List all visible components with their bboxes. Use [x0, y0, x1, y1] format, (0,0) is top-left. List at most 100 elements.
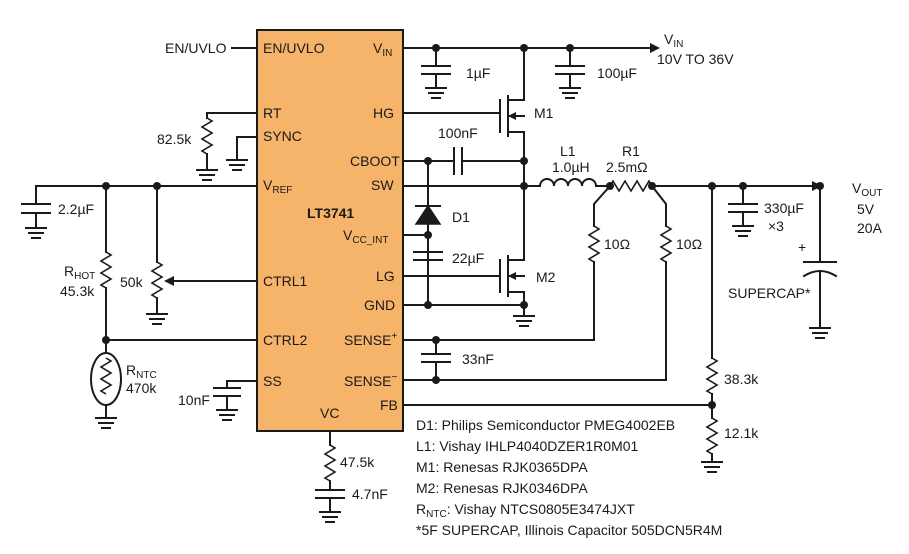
- vout-title-sub: OUT: [861, 188, 882, 199]
- diode-d1: [414, 204, 442, 225]
- diode-d1-label: D1: [452, 209, 470, 225]
- vin-title-main: V: [664, 31, 674, 47]
- ground-symbol: [425, 87, 447, 99]
- vout-voltage: 5V: [857, 201, 875, 217]
- potentiometer-50k: [150, 261, 164, 299]
- pin-ctrl2: CTRL2: [263, 332, 308, 348]
- pin-sense-minus: SENSE−: [344, 372, 397, 389]
- junction-dot: [424, 231, 432, 239]
- pin-vin-main: V: [373, 40, 383, 56]
- junction-dot: [520, 301, 528, 309]
- resistor-rsense2: [659, 225, 673, 263]
- vout-current: 20A: [857, 220, 883, 236]
- mosfet-m1-source: [507, 131, 525, 187]
- ground-symbol: [513, 315, 535, 327]
- bom-m1: M1: Renesas RJK0365DPA: [416, 459, 588, 475]
- bom-l1: L1: Vishay IHLP4040DZER1R0M01: [416, 438, 639, 454]
- pin-senseminus-main: SENSE: [344, 373, 391, 389]
- mosfet-m2-drain: [507, 185, 525, 261]
- junction-dot: [424, 301, 432, 309]
- capacitor-c-vin1: [421, 65, 451, 75]
- pin-lg: LG: [376, 268, 395, 284]
- pin-vc: VC: [320, 405, 339, 421]
- pin-vcc-int: VCC_INT: [343, 227, 388, 246]
- capacitor-c-vref: [21, 203, 51, 214]
- ground-symbol: [216, 409, 238, 421]
- pot-wiper-arrow: [164, 276, 174, 286]
- resistor-r1-name: R1: [622, 143, 640, 159]
- pin-ctrl1: CTRL1: [263, 273, 308, 289]
- vin-range: 10V TO 36V: [657, 51, 734, 67]
- capacitor-c-boot-label: 100nF: [438, 125, 478, 141]
- pin-cboot: CBOOT: [350, 153, 400, 169]
- supercap-plus: +: [798, 239, 806, 255]
- capacitor-c-out-count: ×3: [768, 218, 784, 234]
- ground-symbol: [319, 511, 341, 523]
- vin-title-sub: IN: [673, 39, 683, 50]
- pin-vref: VREF: [263, 177, 292, 196]
- bom-m2: M2: Renesas RJK0346DPA: [416, 480, 588, 496]
- resistor-rsense2-label: 10Ω: [676, 236, 702, 252]
- vin-arrow: [650, 43, 660, 53]
- rhot-sub: HOT: [74, 271, 95, 282]
- vout-title: VOUT: [852, 180, 882, 199]
- ground-symbol: [559, 87, 581, 99]
- vin-title: VIN: [664, 31, 683, 50]
- resistor-rhot-value: 45.3k: [60, 283, 95, 299]
- ground-symbol: [196, 169, 218, 181]
- capacitor-c-ss-label: 10nF: [178, 392, 210, 408]
- potentiometer-label: 50k: [120, 274, 144, 290]
- inductor-l1: [538, 178, 598, 188]
- pin-gnd: GND: [364, 297, 395, 313]
- lt3741-chip-body: [256, 29, 404, 432]
- junction-dot: [520, 157, 528, 165]
- capacitor-c-vcc: [413, 251, 443, 261]
- capacitor-c-vcc-label: 22µF: [452, 250, 484, 266]
- pin-vin: VIN: [373, 40, 392, 59]
- resistor-rvc-label: 47.5k: [340, 454, 375, 470]
- resistor-rt-label: 82.5k: [157, 131, 192, 147]
- capacitor-c-vin2-label: 100µF: [597, 65, 637, 81]
- resistor-rvc: [323, 444, 337, 482]
- ground-symbol: [95, 417, 117, 429]
- bom-supercap: *5F SUPERCAP, Illinois Capacitor 505DCN5…: [416, 522, 722, 538]
- wire-rs1-bottom: [402, 261, 595, 341]
- resistor-rfb-top: [705, 357, 719, 395]
- bom-d1: D1: Philips Semiconductor PMEG4002EB: [416, 417, 675, 433]
- resistor-rsense1: [587, 225, 601, 263]
- supercap-label: SUPERCAP*: [728, 285, 811, 301]
- pin-senseminus-sup: −: [391, 372, 397, 383]
- mosfet-m1-label: M1: [534, 105, 554, 121]
- ground-symbol: [146, 313, 168, 325]
- wire-m1-drain: [509, 47, 525, 101]
- bom-rntc-prefix: R: [416, 501, 426, 517]
- chip-name: LT3741: [307, 205, 354, 221]
- bom-rntc-sub: NTC: [426, 509, 447, 520]
- capacitor-c-out: [728, 203, 758, 213]
- resistor-rhot-name: RHOT: [64, 263, 95, 282]
- capacitor-c-vin1-label: 1µF: [466, 65, 490, 81]
- capacitor-c-vin2: [555, 65, 585, 75]
- resistor-rfb-bottom: [705, 417, 719, 455]
- resistor-rt: [200, 117, 214, 155]
- ground-symbol: [226, 159, 248, 171]
- wire-rs2-top: [650, 184, 667, 227]
- en-uvlo-input-label: EN/UVLO: [165, 40, 227, 56]
- capacitor-c-ss: [213, 387, 241, 397]
- resistor-r1-value: 2.5mΩ: [606, 159, 648, 175]
- pin-sw: SW: [371, 177, 394, 193]
- wire-sync: [236, 136, 258, 161]
- capacitor-c-vc: [315, 489, 345, 499]
- pin-sense-plus: SENSE+: [344, 331, 397, 348]
- ground-symbol: [701, 461, 723, 473]
- wire-rt: [206, 112, 258, 119]
- resistor-rsense1-label: 10Ω: [604, 236, 630, 252]
- pin-ss: SS: [263, 373, 282, 389]
- wire-rs2-bottom: [402, 261, 667, 381]
- wire-rs1-top: [593, 184, 612, 227]
- thermistor-rntc-value: 470k: [126, 380, 157, 396]
- capacitor-c-vref-label: 2.2µF: [58, 201, 94, 217]
- ground-symbol: [732, 225, 754, 237]
- pin-rt: RT: [263, 105, 282, 121]
